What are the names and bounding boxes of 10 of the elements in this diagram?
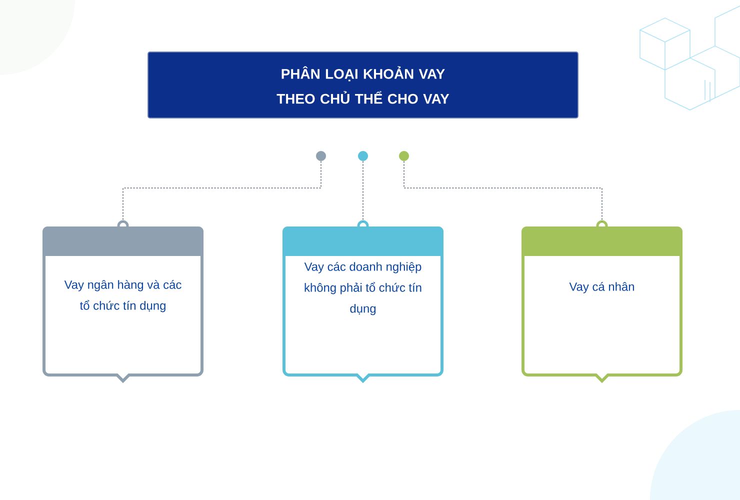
card: Vay cá nhân xyxy=(522,220,682,382)
title-box: PHÂN LOẠI KHOẢN VAY THEO CHỦ THỂ CHO VAY xyxy=(148,52,578,118)
connector xyxy=(404,160,602,222)
dot xyxy=(399,151,409,161)
card: Vay ngân hàng và các tổ chức tín dụng xyxy=(42,220,204,382)
dot xyxy=(358,151,368,161)
connector xyxy=(122,160,322,222)
connector xyxy=(362,160,364,222)
card: Vay các doanh nghiệp không phải tổ chức tín dụng xyxy=(282,220,444,382)
dot xyxy=(316,151,326,161)
